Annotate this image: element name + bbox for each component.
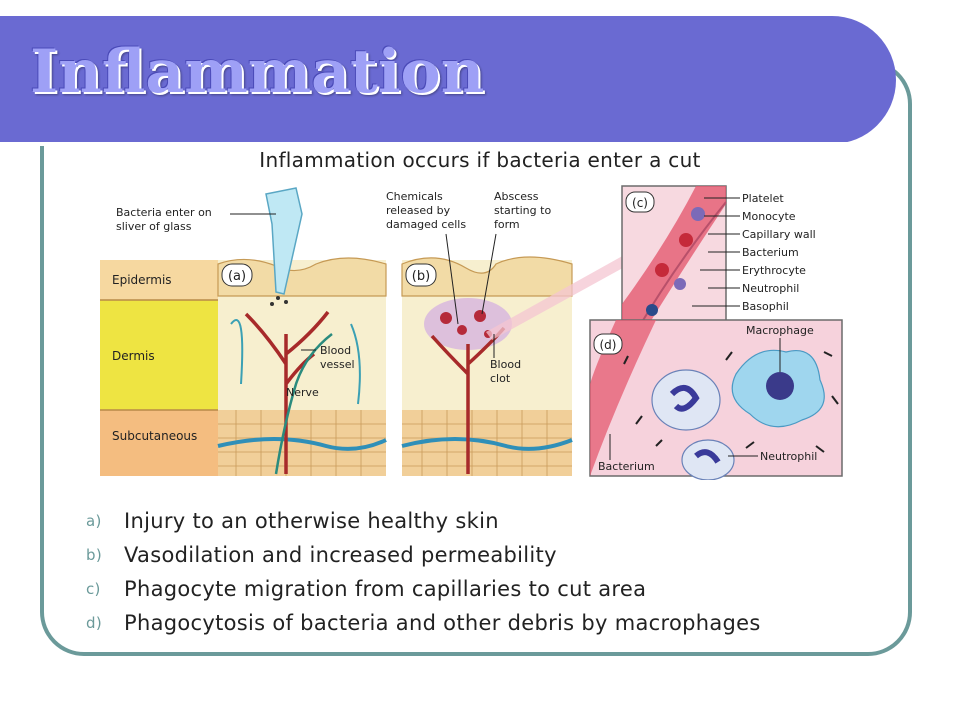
panel-c-legend: Platelet Monocyte Capillary wall Bacteri…	[692, 192, 816, 313]
panel-c: (c) Platelet Monocyte Capillary wall Bac…	[621, 185, 816, 333]
epidermis-band	[100, 260, 218, 300]
panel-c-tag: (c)	[632, 196, 648, 210]
subcutaneous-band	[100, 410, 218, 476]
blood-vessel-label-line2: vessel	[320, 358, 355, 371]
panel-b: (b) Chemicals released by damaged cells …	[386, 190, 630, 476]
list-marker: a)	[86, 512, 102, 530]
abscess-label-line1: Abscess	[494, 190, 539, 203]
chemicals-label-line3: damaged cells	[386, 218, 466, 231]
inflammation-steps-list: a) Injury to an otherwise healthy skin b…	[86, 504, 761, 640]
legend-capillary-wall: Capillary wall	[742, 228, 816, 241]
panel-d-tag: (d)	[600, 338, 617, 352]
list-item: d) Phagocytosis of bacteria and other de…	[86, 606, 761, 640]
panel-d: (d) Macrophage Bacterium Neutrophil	[589, 319, 843, 480]
list-marker: b)	[86, 546, 102, 564]
macrophage-label: Macrophage	[746, 324, 814, 337]
abscess-label-line2: starting to	[494, 204, 551, 217]
layer-label-dermis: Dermis	[112, 349, 155, 363]
list-item-text: Vasodilation and increased permeability	[124, 543, 557, 567]
list-item: b) Vasodilation and increased permeabili…	[86, 538, 761, 572]
chemicals-label-line2: released by	[386, 204, 451, 217]
list-item-text: Injury to an otherwise healthy skin	[124, 509, 499, 533]
list-marker: d)	[86, 614, 102, 632]
inflammation-figure: (a) Bacteria enter on sliver of glass Ep…	[100, 185, 843, 480]
blood-clot-label-line2: clot	[490, 372, 511, 385]
legend-platelet: Platelet	[742, 192, 784, 205]
bacteria-label-line1: Bacteria enter on	[116, 206, 212, 219]
dermis-band	[100, 300, 218, 410]
panel-a: (a) Bacteria enter on sliver of glass Ep…	[100, 187, 387, 476]
slide-title: Inflammation	[30, 37, 485, 107]
list-item: a) Injury to an otherwise healthy skin	[86, 504, 761, 538]
chemicals-label-line1: Chemicals	[386, 190, 443, 203]
title-bar	[0, 16, 896, 146]
neutrophil-label: Neutrophil	[760, 450, 817, 463]
figure-caption: Inflammation occurs if bacteria enter a …	[259, 148, 701, 172]
neutrophil-cell-2	[681, 439, 735, 480]
blood-clot-label-line1: Blood	[490, 358, 521, 371]
legend-basophil: Basophil	[742, 300, 789, 313]
bacteria-scatter	[623, 351, 839, 453]
list-item: c) Phagocyte migration from capillaries …	[86, 572, 761, 606]
list-marker: c)	[86, 580, 101, 598]
title-underline	[0, 142, 848, 146]
legend-bacterium: Bacterium	[742, 246, 799, 259]
layer-label-subcutaneous: Subcutaneous	[112, 429, 197, 443]
list-item-text: Phagocytosis of bacteria and other debri…	[124, 611, 761, 635]
panel-b-tag: (b)	[412, 269, 430, 284]
nerve-label: Nerve	[286, 386, 319, 399]
blood-vessel-label-line1: Blood	[320, 344, 351, 357]
list-item-text: Phagocyte migration from capillaries to …	[124, 577, 647, 601]
panel-a-tag: (a)	[228, 269, 246, 284]
abscess-label-line3: form	[494, 218, 520, 231]
neutrophil-cell-1	[651, 369, 721, 431]
legend-monocyte: Monocyte	[742, 210, 796, 223]
bacteria-label-line2: sliver of glass	[116, 220, 192, 233]
layer-label-epidermis: Epidermis	[112, 273, 172, 287]
legend-erythrocyte: Erythrocyte	[742, 264, 806, 277]
legend-neutrophil: Neutrophil	[742, 282, 799, 295]
bacterium-label: Bacterium	[598, 460, 655, 473]
